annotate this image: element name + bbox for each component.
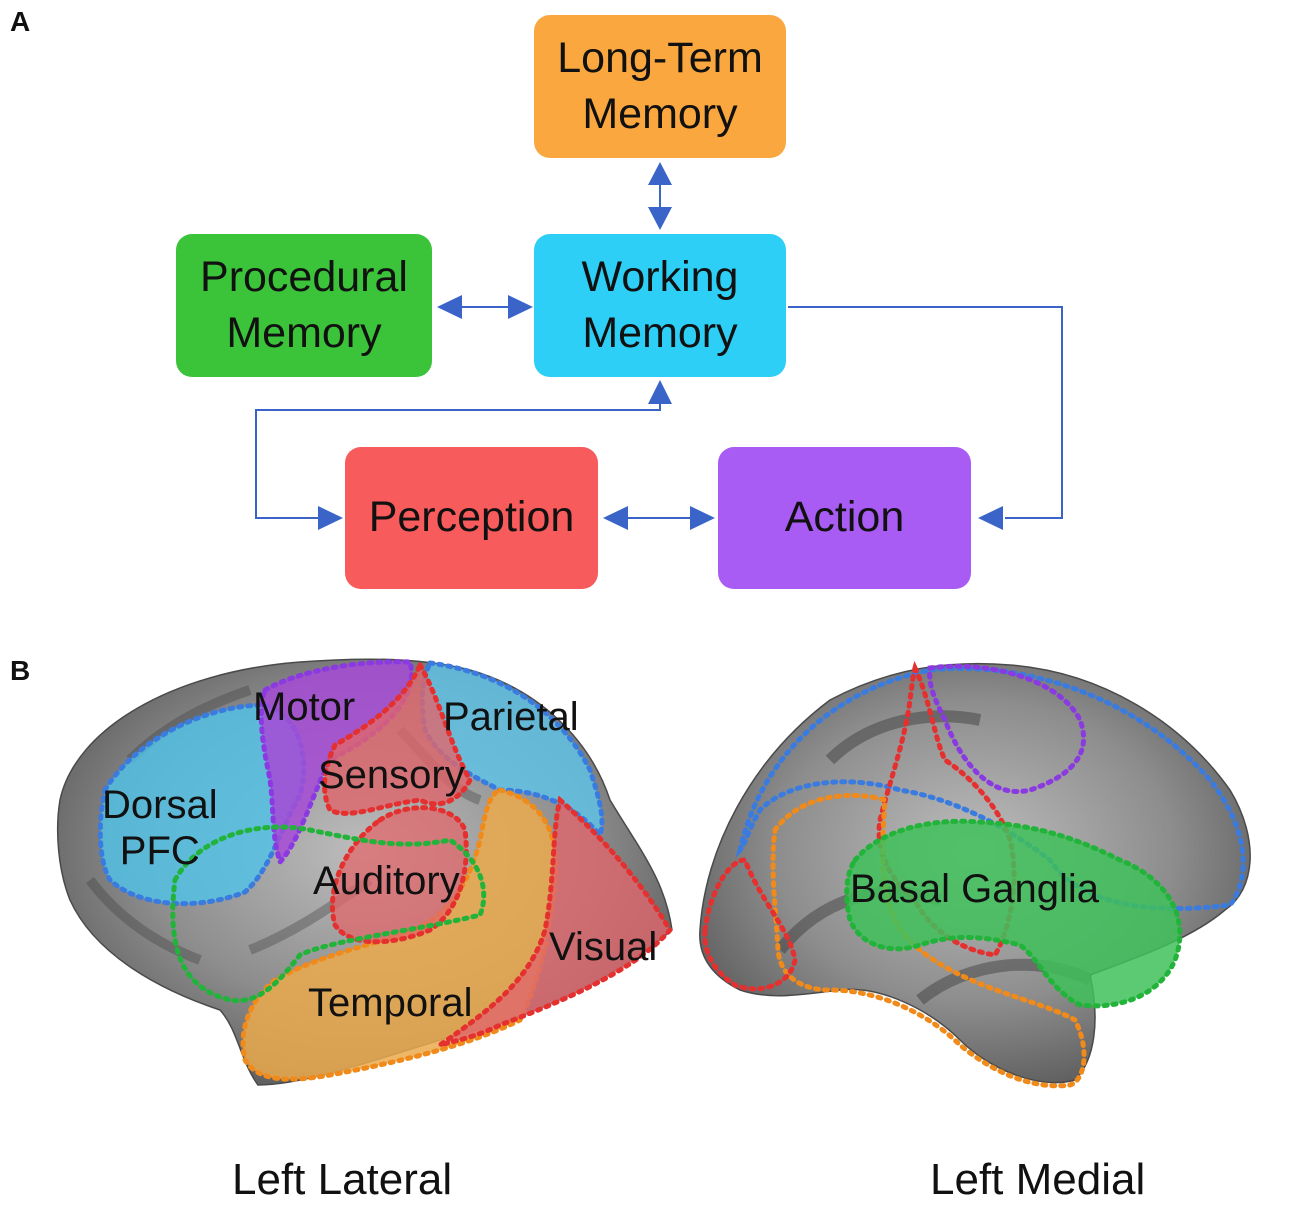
arrow-head-right-wm bbox=[508, 295, 533, 319]
sensory-region bbox=[322, 659, 473, 816]
arrow-head-right-action bbox=[690, 506, 715, 530]
green-lateral-outline bbox=[170, 824, 487, 1004]
left-lateral-caption: Left Lateral bbox=[232, 1155, 453, 1204]
left-medial-caption: Left Medial bbox=[930, 1155, 1146, 1204]
long-term-memory-label-line1: Long-Term bbox=[557, 34, 763, 83]
working-memory-box: Working Memory bbox=[534, 234, 786, 377]
arrow-head-left-perception bbox=[603, 506, 628, 530]
long-term-memory-box: Long-Term Memory bbox=[534, 15, 786, 158]
panel-b-letter: B bbox=[10, 655, 31, 686]
medial-red-lower-outline bbox=[702, 857, 798, 992]
arrow-head-into-action bbox=[978, 506, 1003, 530]
dorsal-pfc-label-line2: PFC bbox=[119, 829, 200, 873]
medial-purple-outline bbox=[927, 663, 1087, 794]
arrow-head-into-perception bbox=[318, 506, 343, 530]
temporal-label: Temporal bbox=[308, 981, 473, 1025]
arrow-head-left-procedural bbox=[437, 295, 462, 319]
wm-action-connector bbox=[788, 306, 1063, 519]
perception-label: Perception bbox=[368, 493, 575, 542]
visual-region bbox=[438, 795, 674, 1048]
dorsal-pfc-label: Dorsal PFC bbox=[102, 782, 218, 874]
basal-ganglia-region bbox=[844, 818, 1183, 1009]
motor-label: Motor bbox=[253, 685, 356, 729]
arrow-head-into-wm bbox=[648, 380, 672, 404]
long-term-memory-label-line2: Memory bbox=[582, 89, 738, 138]
working-memory-label-line2: Memory bbox=[582, 308, 738, 357]
motor-region bbox=[258, 659, 414, 867]
arrow-head-up-ltm bbox=[648, 162, 672, 185]
arrow-head-down-wm bbox=[648, 207, 672, 230]
perception-box: Perception bbox=[345, 447, 598, 589]
working-memory-label-line1: Working bbox=[581, 253, 739, 302]
panel-a-letter: A bbox=[10, 6, 31, 37]
auditory-label: Auditory bbox=[313, 859, 460, 903]
perception-wm-connector bbox=[255, 395, 661, 519]
medial-red-outline bbox=[876, 660, 1017, 958]
panel-a-connectors bbox=[255, 162, 1063, 530]
parietal-label: Parietal bbox=[443, 695, 579, 739]
dorsal-pfc-label-line1: Dorsal bbox=[102, 783, 218, 827]
visual-label: Visual bbox=[549, 925, 658, 969]
medial-blue-outline bbox=[735, 666, 1246, 911]
basal-ganglia-label: Basal Ganglia bbox=[850, 867, 1100, 911]
action-box: Action bbox=[718, 447, 971, 589]
procedural-memory-box: Procedural Memory bbox=[176, 234, 432, 377]
action-label: Action bbox=[784, 493, 905, 542]
procedural-memory-label-line2: Memory bbox=[226, 308, 382, 357]
procedural-memory-label-line1: Procedural bbox=[200, 253, 408, 302]
sensory-label: Sensory bbox=[318, 753, 465, 797]
